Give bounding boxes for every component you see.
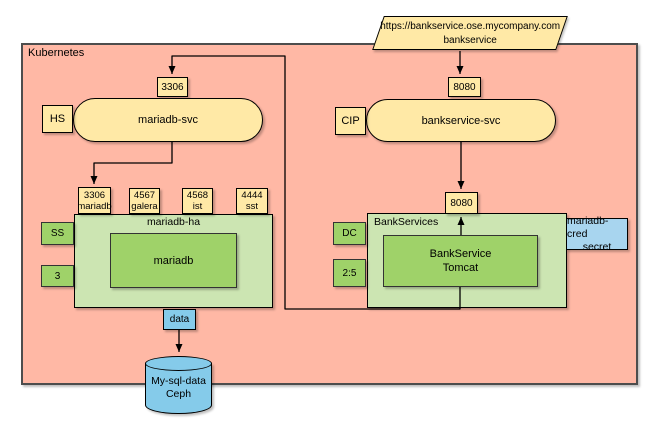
port-box-sst: 4444 sst [236, 188, 268, 214]
bankservice-port-box: 8080 [445, 192, 478, 214]
port-number: 4567 [133, 190, 156, 201]
tomcat-container-line2: Tomcat [442, 262, 479, 274]
secret-name-line: mariadb-cred [567, 214, 609, 240]
storage-name-line: My-sql-data [151, 375, 206, 387]
bankservices-label: BankServices [374, 216, 439, 228]
storage-cylinder-top [145, 356, 212, 371]
port-box-ist: 4568 ist [182, 188, 213, 214]
ingress-url-node: https://bankservice.ose.mycompany.com ba… [372, 16, 568, 50]
storage-label: My-sql-data Ceph [145, 375, 212, 401]
mariadb-svc-type-box: HS [42, 105, 73, 133]
dc-type-box: DC [333, 222, 366, 245]
mariadb-container-label: mariadb [153, 254, 194, 267]
bankservice-port-label: 8080 [450, 197, 473, 209]
kubernetes-label: Kubernetes [28, 47, 85, 59]
mariadb-svc-type-label: HS [49, 113, 66, 125]
statefulset-type-box: SS [41, 222, 74, 245]
dc-type-label: DC [342, 228, 357, 239]
statefulset-type-label: SS [50, 228, 65, 239]
mariadb-svc-label: mariadb-svc [138, 114, 198, 126]
mariadb-svc-port-label: 3306 [161, 81, 184, 93]
port-number: 4444 [241, 190, 263, 201]
mariadb-replicas-box: 3 [41, 265, 74, 287]
port-name: ist [192, 201, 203, 212]
replica-range-label: 2:5 [342, 267, 357, 279]
port-box-mariadb: 3306 mariadb [77, 187, 112, 214]
mariadb-svc-node: mariadb-svc [73, 98, 263, 142]
port-number: 4568 [186, 190, 209, 201]
tomcat-container-line1: BankService [429, 248, 492, 260]
bankservice-svc-port-box: 8080 [448, 77, 481, 97]
mariadb-ha-label: mariadb-ha [146, 216, 201, 228]
ingress-host-line: bankservice [443, 35, 497, 46]
bankservice-svc-label: bankservice-svc [421, 114, 501, 127]
replica-range-box: 2:5 [333, 259, 366, 287]
data-volume-box: data [163, 309, 196, 330]
mariadb-replicas-label: 3 [54, 270, 61, 282]
data-volume-label: data [169, 314, 190, 325]
port-name: mariadb [77, 200, 112, 212]
storage-kind-line: Ceph [165, 388, 192, 400]
bankservice-svc-node: bankservice-svc [366, 99, 556, 142]
mariadb-cred-secret-box: mariadb-cred secret [566, 214, 628, 253]
secret-kind-line: secret [582, 240, 612, 253]
tomcat-container-box: BankService Tomcat [383, 235, 538, 287]
bankservice-svc-port-label: 8080 [453, 81, 476, 93]
port-number: 3306 [83, 189, 106, 201]
mariadb-container-box: mariadb [110, 233, 237, 288]
storage-cylinder [145, 363, 212, 414]
port-name: galera [131, 201, 158, 212]
mariadb-svc-port-box: 3306 [157, 77, 188, 97]
bankservice-svc-type-box: CIP [335, 107, 366, 135]
ingress-url-line: https://bankservice.ose.mycompany.com [380, 21, 561, 32]
port-name: sst [245, 201, 259, 212]
port-box-galera: 4567 galera [129, 188, 160, 214]
ingress-url-text: https://bankservice.ose.mycompany.com ba… [379, 17, 561, 48]
bankservice-svc-type-label: CIP [341, 115, 360, 127]
